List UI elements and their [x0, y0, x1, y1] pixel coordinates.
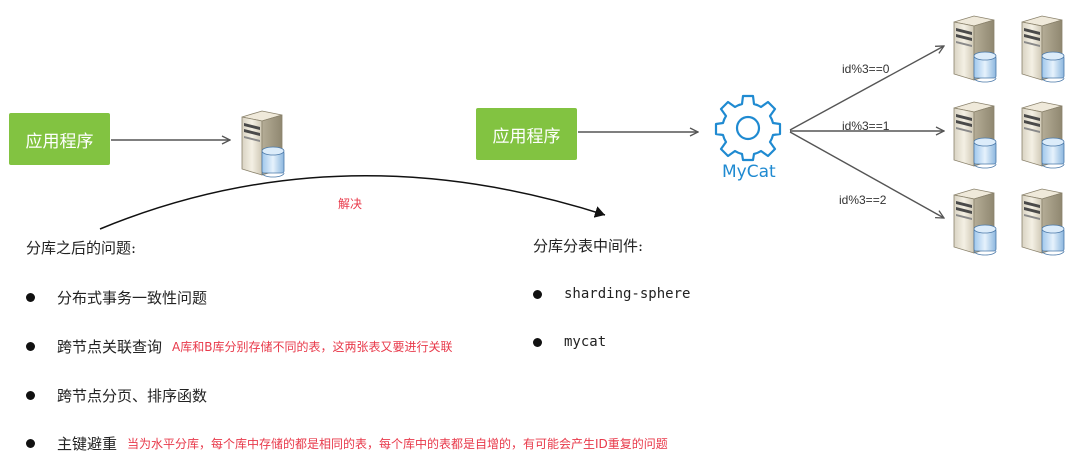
bullet-icon	[533, 289, 542, 299]
bullet-icon	[26, 342, 35, 351]
problem-text: 主键避重	[57, 435, 118, 453]
shard-server-icon	[944, 14, 1002, 84]
shard-server-icon	[1012, 100, 1070, 170]
middleware-item: sharding-sphere	[533, 286, 690, 302]
route-arrow-2	[789, 131, 944, 218]
bullet-icon	[26, 391, 35, 400]
problem-item: 分布式事务一致性问题	[26, 287, 207, 308]
problem-note: 当为水平分库，每个库中存储的都是相同的表，每个库中的表都是自增的，有可能会产生I…	[127, 437, 668, 451]
route-arrow-0	[789, 46, 944, 131]
route-label-2: id%3==2	[839, 193, 887, 207]
problem-item: 跨节点分页、排序函数	[26, 385, 207, 406]
problem-text: 分布式事务一致性问题	[57, 289, 208, 307]
shard-server-icon	[944, 100, 1002, 170]
db-server-icon	[232, 109, 290, 179]
problem-item: 主键避重 当为水平分库，每个库中存储的都是相同的表，每个库中的表都是自增的，有可…	[26, 433, 668, 454]
mycat-label: MyCat	[722, 162, 776, 182]
middleware-item: mycat	[533, 334, 606, 350]
app-label-right: 应用程序	[492, 126, 561, 147]
route-label-1: id%3==1	[842, 119, 890, 133]
transition-label: 解决	[338, 197, 363, 211]
middleware-heading: 分库分表中间件:	[533, 237, 644, 255]
bullet-icon	[26, 293, 35, 302]
app-box-left: 应用程序	[9, 113, 110, 165]
route-label-0: id%3==0	[842, 62, 890, 76]
bullet-icon	[26, 439, 35, 448]
shard-server-icon	[944, 187, 1002, 257]
shard-server-icon	[1012, 14, 1070, 84]
problem-item: 跨节点关联查询 A库和B库分别存储不同的表，这两张表又要进行关联	[26, 336, 452, 357]
problems-heading: 分库之后的问题:	[26, 239, 137, 257]
problem-note: A库和B库分别存储不同的表，这两张表又要进行关联	[172, 340, 453, 354]
app-label-left: 应用程序	[25, 131, 94, 152]
middleware-name: sharding-sphere	[564, 286, 691, 302]
shard-server-icon	[1012, 187, 1070, 257]
transition-arc	[99, 175, 606, 230]
bullet-icon	[533, 337, 542, 347]
app-box-right: 应用程序	[476, 108, 577, 160]
problem-text: 跨节点关联查询	[57, 338, 163, 356]
mycat-gear-icon	[714, 94, 782, 162]
problem-text: 跨节点分页、排序函数	[57, 387, 208, 405]
middleware-name: mycat	[564, 334, 607, 350]
